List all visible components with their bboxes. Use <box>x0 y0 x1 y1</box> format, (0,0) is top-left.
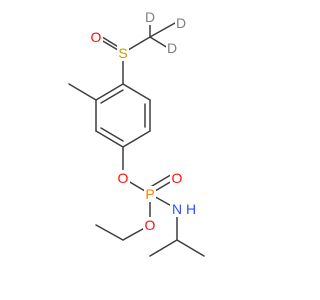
atom-d3: D <box>167 40 177 56</box>
bond-c-me1 <box>149 239 178 257</box>
bond-ring-6 <box>95 83 124 101</box>
atom-n-hydrogen: H <box>186 201 196 217</box>
bond-ring-4 <box>95 130 124 148</box>
bond-c-d2 <box>149 22 176 38</box>
atom-d2: D <box>176 15 186 31</box>
bond-ring-1 <box>122 83 151 101</box>
structure-canvas: O S D D D O P O N H O <box>68 9 205 257</box>
bond-c-me2 <box>176 239 205 257</box>
bond-ring-4-inner <box>100 127 124 142</box>
atom-p: P <box>145 186 154 202</box>
atom-n: N <box>172 201 182 217</box>
atom-d1: D <box>145 9 155 25</box>
bonds <box>68 16 205 257</box>
atom-o-phosphoryl: O <box>172 170 183 186</box>
atom-labels: O S D D D O P O N H O <box>89 9 198 233</box>
bond-methyl <box>68 83 97 101</box>
bond-ch2-ch3 <box>95 224 124 241</box>
atom-o-ethoxy: O <box>145 217 156 233</box>
atom-o-aryl: O <box>118 170 129 186</box>
atom-s: S <box>118 45 127 61</box>
bond-ring-3 <box>122 130 151 148</box>
bond-c-d3 <box>149 36 169 49</box>
atom-o-sulfinyl: O <box>91 29 102 45</box>
bond-ring-6-inner <box>100 89 124 104</box>
molecule-structure: O S D D D O P O N H O <box>68 9 205 257</box>
